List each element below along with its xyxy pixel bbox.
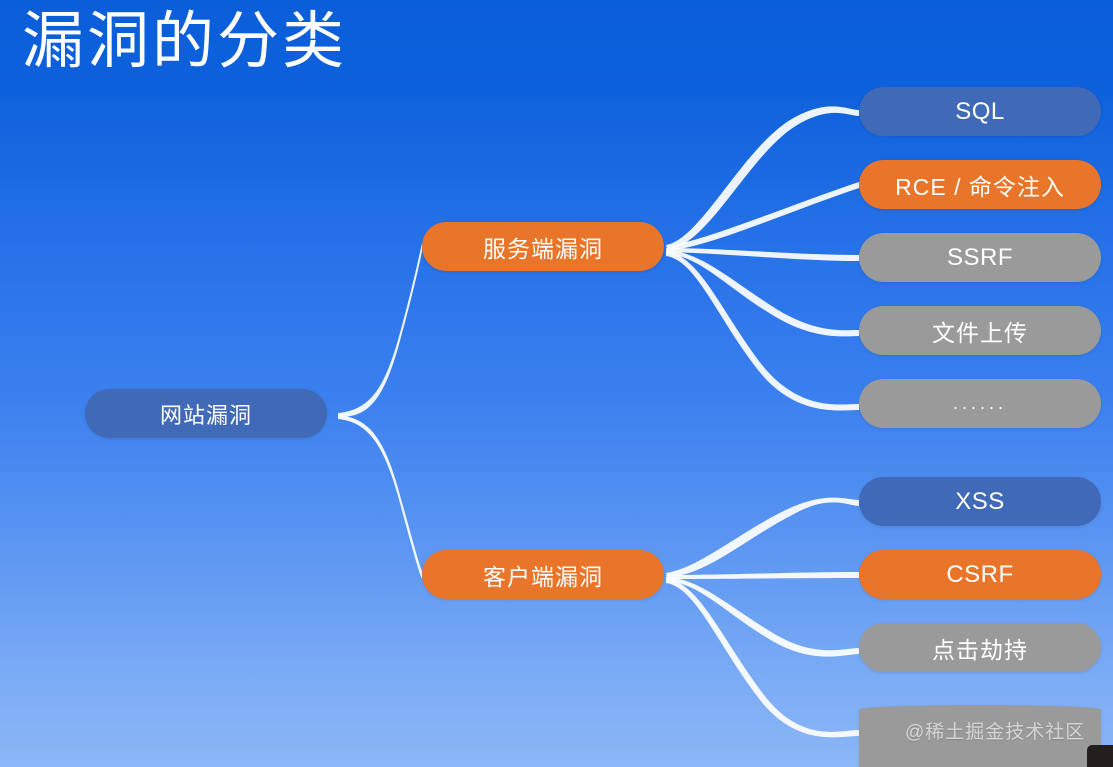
link-server-to-more xyxy=(666,251,859,411)
node-xss[interactable]: XSS xyxy=(859,477,1101,526)
node-client-extra[interactable] xyxy=(859,705,1101,767)
link-root-to-server xyxy=(338,243,422,418)
link-client-to-clickjack xyxy=(666,577,859,657)
node-rce-label: RCE / 命令注入 xyxy=(895,173,1065,200)
link-client-to-last xyxy=(666,578,859,738)
link-server-to-upload xyxy=(666,250,859,337)
node-file-upload[interactable]: 文件上传 xyxy=(859,306,1101,355)
node-clickjacking-label: 点击劫持 xyxy=(932,636,1028,663)
node-clickjacking[interactable]: 点击劫持 xyxy=(859,623,1101,672)
node-root-label: 网站漏洞 xyxy=(159,402,252,428)
node-root[interactable]: 网站漏洞 xyxy=(85,389,327,438)
link-client-to-csrf xyxy=(666,572,859,579)
node-client-side-label: 客户端漏洞 xyxy=(483,563,603,590)
slide-title: 漏洞的分类 xyxy=(22,7,348,76)
node-file-upload-label: 文件上传 xyxy=(932,319,1028,346)
link-root-to-client xyxy=(338,415,422,579)
node-ssrf[interactable]: SSRF xyxy=(859,233,1101,282)
node-rce[interactable]: RCE / 命令注入 xyxy=(859,160,1101,209)
node-ssrf-label: SSRF xyxy=(946,243,1013,271)
node-more-ellipsis-label: ...... xyxy=(952,393,1007,414)
node-csrf-label: CSRF xyxy=(946,560,1014,588)
link-server-to-rce xyxy=(666,182,859,250)
watermark: @稀土掘金技术社区 xyxy=(905,722,1086,743)
node-sql-label: SQL xyxy=(955,97,1005,125)
node-sql[interactable]: SQL xyxy=(859,87,1101,136)
node-csrf[interactable]: CSRF xyxy=(859,550,1101,599)
node-client-side[interactable]: 客户端漏洞 xyxy=(422,550,664,599)
corner-notch xyxy=(1087,745,1113,767)
node-server-side-label: 服务端漏洞 xyxy=(483,235,603,262)
link-client-to-xss xyxy=(666,497,859,577)
link-server-to-ssrf xyxy=(666,248,859,261)
node-server-side[interactable]: 服务端漏洞 xyxy=(422,222,664,271)
node-xss-label: XSS xyxy=(955,487,1005,515)
node-more-ellipsis[interactable]: ...... xyxy=(859,379,1101,428)
link-server-to-sql xyxy=(666,106,859,249)
